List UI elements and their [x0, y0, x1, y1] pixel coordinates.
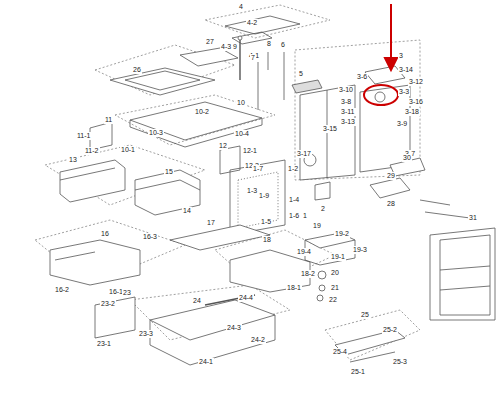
callout-number: 3-13 [340, 118, 356, 126]
callout-number: 6 [280, 41, 286, 49]
callout-number: 1-4 [288, 196, 300, 204]
callout-number: 3-11 [340, 108, 356, 116]
callout-number: 19 [312, 222, 322, 230]
callout-number: 24-1 [198, 358, 214, 366]
callout-number: 11-1 [76, 132, 92, 140]
callout-number: 12 [218, 142, 228, 150]
callout-number: 13 [68, 156, 78, 164]
callout-number: 31 [468, 214, 478, 222]
callout-number: 25-3 [392, 358, 408, 366]
callout-number: 9 [232, 43, 238, 51]
callout-number: 23 [122, 289, 132, 297]
callout-number: 20 [330, 269, 340, 277]
callout-number: 27 [205, 38, 215, 46]
callout-number: 10 [236, 99, 246, 107]
callout-number: 7 [250, 54, 256, 62]
callout-number: 21 [330, 284, 340, 292]
callout-number: 19-4 [296, 248, 312, 256]
callout-number: 15 [164, 168, 174, 176]
callout-number: 3-16 [408, 98, 424, 106]
callout-number: 25-1 [350, 368, 366, 376]
callout-number: 4-2 [246, 19, 258, 27]
callout-number: 10-3 [148, 129, 164, 137]
callout-number: 22 [328, 296, 338, 304]
callout-number: 1-5 [260, 218, 272, 226]
callout-number: 14 [182, 207, 192, 215]
callout-number: 1-2 [287, 165, 299, 173]
callout-number: 10-1 [120, 146, 136, 154]
callout-number: 3-17 [296, 150, 312, 158]
callout-number: 10-2 [194, 108, 210, 116]
callout-number: 10-4 [234, 130, 250, 138]
callout-number: 17 [206, 219, 216, 227]
callout-number: 18-2 [300, 270, 316, 278]
callout-number: 19-1 [330, 253, 346, 261]
callout-number: 11-2 [84, 147, 100, 155]
callout-number: 5 [298, 70, 304, 78]
callout-number: 24 [192, 297, 202, 305]
callout-number: 1-3 [246, 187, 258, 195]
callout-number: 16-3 [142, 233, 158, 241]
callout-number: 25-4 [332, 348, 348, 356]
callout-number: 19-3 [352, 246, 368, 254]
callout-number: 16-2 [54, 286, 70, 294]
callout-number: 8 [266, 40, 272, 48]
callout-number: 3-12 [408, 78, 424, 86]
callout-number: 25 [360, 311, 370, 319]
callout-number: 23-2 [100, 300, 116, 308]
callout-number: 3-14 [398, 66, 414, 74]
callout-number: 3-15 [322, 125, 338, 133]
callout-number: 1-9 [258, 192, 270, 200]
callout-number: 24-4 [238, 294, 254, 302]
callout-number: 18-1 [286, 284, 302, 292]
callout-number: 23-1 [96, 340, 112, 348]
callout-number: 28 [386, 200, 396, 208]
callout-number: 3 [398, 52, 404, 60]
callout-number: 25-2 [382, 326, 398, 334]
callout-number: 1 [302, 212, 308, 220]
callout-number: 29 [386, 172, 396, 180]
callout-number: 3-9 [396, 120, 408, 128]
callout-number: 3-18 [404, 108, 420, 116]
callout-number: 3-3 [398, 88, 410, 96]
callout-number: 18 [262, 236, 272, 244]
callout-number: 4-3 [220, 43, 232, 51]
callout-number: 4 [238, 3, 244, 11]
callout-number: 1-6 [288, 212, 300, 220]
callout-number: 12-1 [242, 147, 258, 155]
callout-number: 2 [320, 205, 326, 213]
callout-number: 16 [100, 230, 110, 238]
callout-number: 19-2 [334, 230, 350, 238]
callout-number: 24-2 [250, 336, 266, 344]
callout-number: 26 [132, 66, 142, 74]
callout-number: 23-3 [138, 330, 154, 338]
callout-number: 30 [402, 154, 412, 162]
callout-number: 3-6 [356, 73, 368, 81]
callout-number: 3-10 [338, 86, 354, 94]
callout-number: 11 [104, 116, 113, 124]
callout-number: 24-3 [226, 324, 242, 332]
callout-number: 1-7 [252, 165, 264, 173]
callout-number: 3-8 [340, 98, 352, 106]
